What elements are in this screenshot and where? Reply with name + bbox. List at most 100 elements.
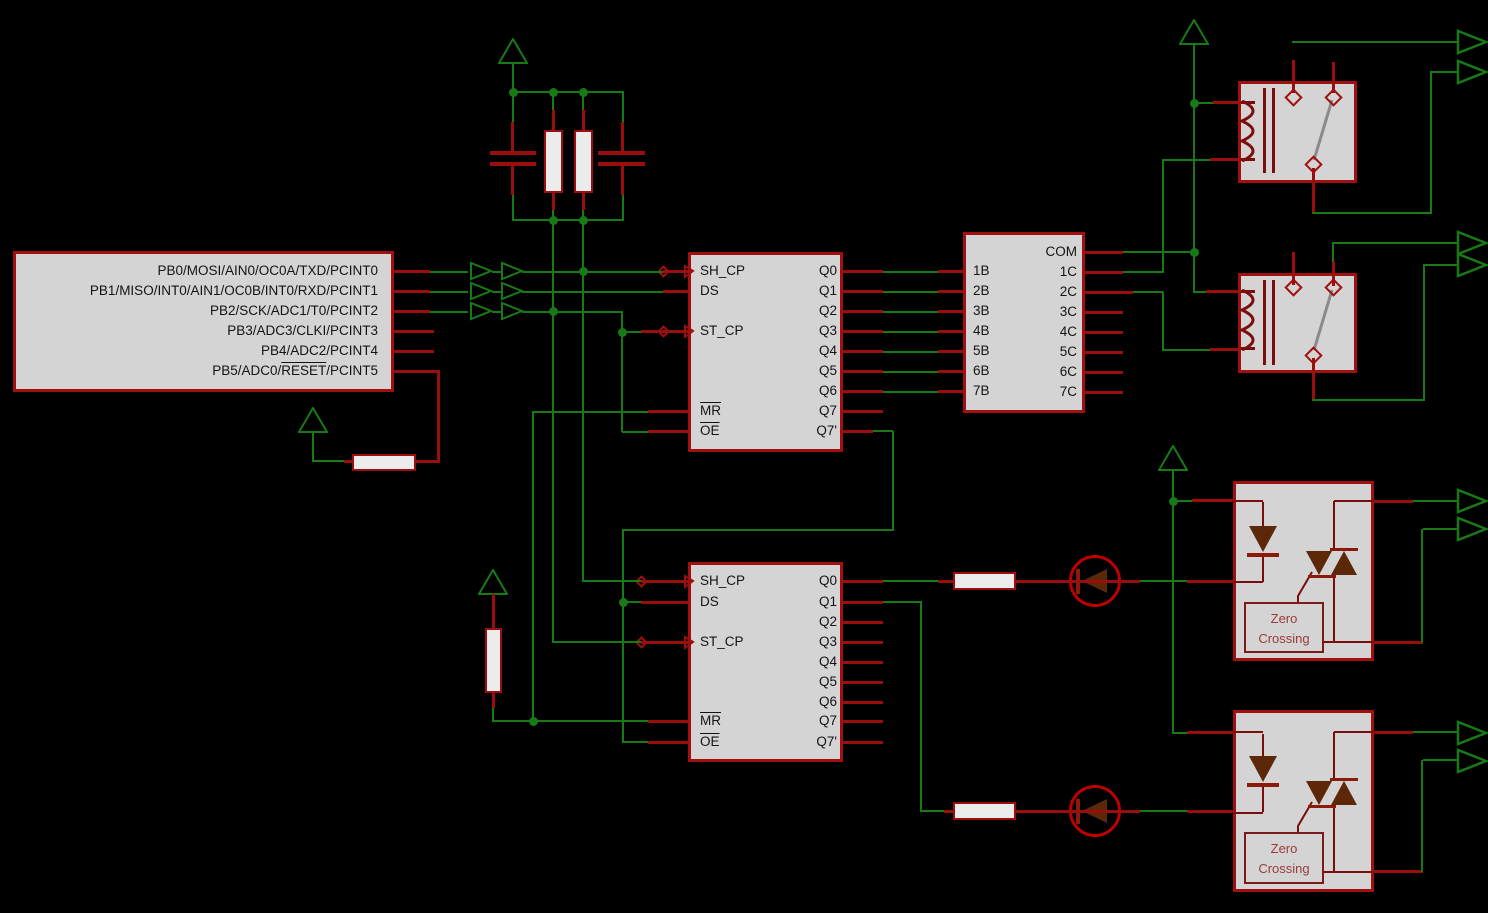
wire-segment [1206,290,1238,293]
wire-segment [430,271,468,273]
wire-segment [532,413,534,722]
shift-register-2-body[interactable] [688,562,843,762]
pinhead-connector-icon[interactable] [1456,252,1488,278]
relay-2-body[interactable] [1238,273,1357,373]
wire-segment [552,210,554,221]
sr2-pin-label: Q6 [818,694,837,709]
wire-segment [582,192,585,210]
reset-pullup-resistor[interactable] [352,454,416,471]
wire-segment [1333,501,1335,549]
pullup-resistor-2[interactable] [574,130,593,193]
wire-segment [938,350,963,353]
wire-segment [522,271,663,273]
wire-segment [393,370,440,373]
wire-segment [883,271,938,273]
wire-segment [1210,158,1238,161]
wire-segment [393,310,430,313]
wire-segment [1085,371,1123,374]
wire-segment [1140,810,1187,812]
opto-2-triac-icon [1331,781,1357,805]
opto-2-led-icon [1249,756,1277,782]
relay-1-body[interactable] [1238,81,1357,183]
wire-segment [843,390,883,393]
wire-segment [621,122,624,153]
capacitor-1-plate[interactable] [490,151,536,155]
wire-segment [621,333,623,432]
wire-segment [1085,351,1123,354]
pullup-resistor-3[interactable] [485,628,502,693]
sr1-pin-label: SH_CP [700,263,746,278]
shift-register-1-body[interactable] [688,252,843,452]
zero-crossing-label: Crossing [1258,861,1310,876]
pinhead-connector-icon[interactable] [1456,748,1488,774]
opto-2-triac-icon [1306,781,1332,805]
wire-segment [1312,168,1315,213]
wire-segment [843,681,883,684]
wire-segment [938,290,963,293]
wire-segment [552,93,554,110]
mcu-body[interactable] [13,251,394,392]
wire-segment [843,370,883,373]
wire-segment [843,290,883,293]
pinhead-connector-icon[interactable] [1456,59,1488,85]
wire-segment [1323,871,1374,873]
opto-2-gate-line [1297,801,1313,832]
wire-segment [843,270,883,273]
pullup-resistor-1[interactable] [544,130,563,193]
wire-segment [938,330,963,333]
driver-pin-label: 5B [973,343,990,358]
sr1-pin-label: Q5 [818,363,837,378]
wire-segment [552,110,555,130]
junction-dot [549,307,558,316]
capacitor-1-plate[interactable] [490,162,536,166]
wire-segment [393,350,434,353]
wire-segment [492,720,648,722]
pinhead-connector-icon[interactable] [1456,488,1488,514]
wire-segment [512,219,624,221]
wire-segment [430,311,468,313]
capacitor-2-plate[interactable] [598,162,645,166]
pinhead-connector-icon[interactable] [1456,29,1488,55]
junction-dot [579,216,588,225]
sr2-pin-label: ST_CP [700,634,744,649]
opto-1-led-bar [1247,553,1279,557]
pinhead-connector-icon[interactable] [1456,720,1488,746]
wire-segment [492,594,495,628]
wire-segment [1333,807,1335,872]
wire-segment [1374,731,1413,734]
wire-segment [1233,500,1263,502]
wire-segment [1262,557,1264,582]
series-resistor-2[interactable] [953,802,1016,820]
sr1-pin-label: ST_CP [700,323,744,338]
wire-segment [512,93,514,122]
sr2-pin-label: Q0 [818,573,837,588]
wire-segment [1421,529,1423,643]
wire-segment [1123,271,1164,273]
wire-segment [1263,280,1266,365]
wire-segment [1323,641,1374,643]
wire-segment [512,62,514,92]
wire-segment [938,310,963,313]
mcu-pin-label: PB3/ADC3/CLKI/PCINT3 [227,323,378,338]
capacitor-2-plate[interactable] [598,151,645,155]
wire-segment [1193,291,1206,293]
darlington-driver-body[interactable] [963,232,1085,413]
wire-segment [938,390,963,393]
wire-segment [1085,391,1123,394]
wire-segment [1330,778,1358,781]
opto-1-triac-icon [1331,551,1357,575]
wire-segment [621,166,624,195]
series-resistor-1[interactable] [953,572,1016,590]
net-arrow-icon [470,301,493,321]
wire-segment [1016,580,1140,583]
wire-segment [1162,161,1164,273]
wire-segment [843,661,883,664]
wire-segment [883,311,938,313]
driver-pin-label: 6C [1059,364,1077,379]
wire-segment [1233,812,1263,814]
pinhead-connector-icon[interactable] [1456,516,1488,542]
pinhead-connector-icon[interactable] [1456,230,1488,256]
net-arrow-icon [501,301,524,321]
wire-segment [883,580,938,582]
sr1-pin-label: DS [700,283,719,298]
